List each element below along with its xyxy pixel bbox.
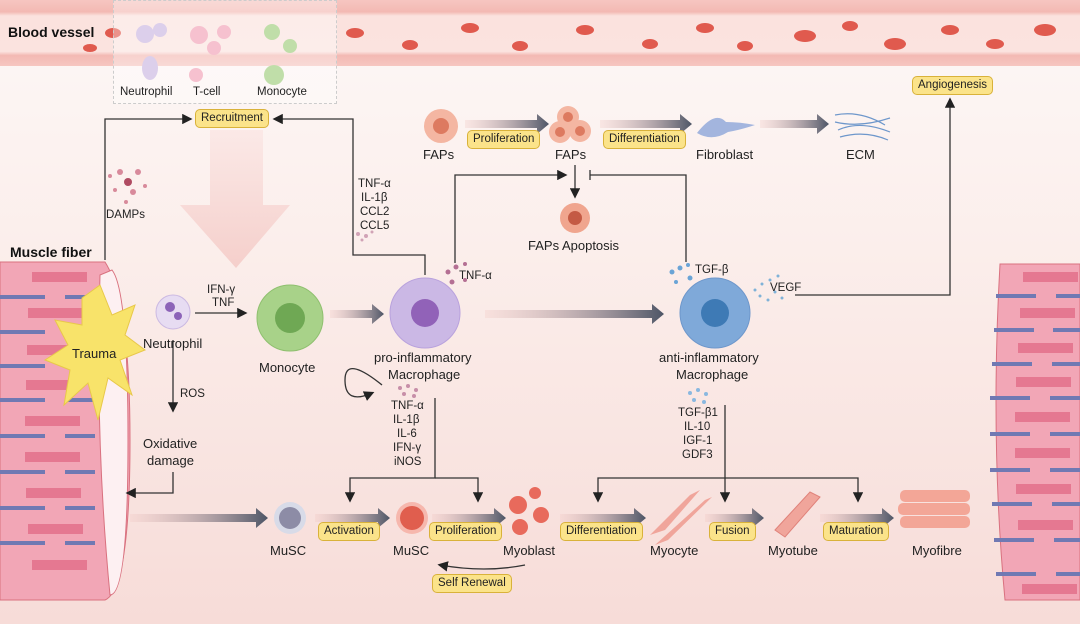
musc-label-2: MuSC <box>393 543 430 558</box>
vessel-tcell-label: T-cell <box>193 86 221 98</box>
recruit-cytokine-1: TNF-α <box>358 178 391 190</box>
blood-vessel-label: Blood vessel <box>8 24 95 40</box>
oxidative-label: Oxidative <box>143 436 198 451</box>
faps-apoptosis-label: FAPs Apoptosis <box>528 238 620 253</box>
myoblast-cells <box>509 487 549 535</box>
faps-cell-2 <box>549 106 591 143</box>
maturation-tag: Maturation <box>823 522 890 541</box>
activation-tag: Activation <box>318 522 380 541</box>
tnf-label: TNF <box>212 297 235 309</box>
tgf-beta-label: TGF-β <box>695 264 729 276</box>
pro-cytokine-4: IFN-γ <box>393 442 422 454</box>
anti-cytokine-1: TGF-β1 <box>678 407 718 419</box>
muscle-fiber-label: Muscle fiber <box>10 244 92 260</box>
damage-label: damage <box>147 453 194 468</box>
myoblast-label: Myoblast <box>503 543 556 558</box>
circulating-cells-box <box>113 0 337 104</box>
ecm-label: ECM <box>846 147 875 162</box>
myocyte-label: Myocyte <box>650 543 699 558</box>
pro-cytokine-dots <box>398 384 418 398</box>
angiogenesis-tag: Angiogenesis <box>912 76 994 95</box>
ecm-fibers <box>834 113 891 141</box>
myofibre-bundle <box>898 490 970 528</box>
monocyte-label: Monocyte <box>259 360 316 375</box>
process-arrows <box>130 114 894 528</box>
vegf-label: VEGF <box>770 282 802 294</box>
vessel-monocyte-label: Monocyte <box>257 86 307 98</box>
pro-cytokine-2: IL-1β <box>393 414 420 426</box>
myotube-label: Myotube <box>768 543 818 558</box>
recruit-cytokine-2: IL-1β <box>361 192 388 204</box>
connector-lines <box>104 97 956 572</box>
anti-macrophage-label-1: anti-inflammatory <box>659 350 759 365</box>
fibroblast-cell <box>697 117 755 138</box>
recruit-cytokine-3: CCL2 <box>360 206 390 218</box>
faps-label-1: FAPs <box>423 147 455 162</box>
faps-label-2: FAPs <box>555 147 587 162</box>
muscle-fiber-right <box>990 263 1080 601</box>
fibroblast-label: Fibroblast <box>696 147 754 162</box>
musc-label-1: MuSC <box>270 543 307 558</box>
vessel-cells <box>136 23 297 85</box>
tgf-dots <box>669 263 693 284</box>
anti-cytokine-3: IGF-1 <box>683 435 713 447</box>
damps-particles <box>108 169 147 204</box>
ros-label: ROS <box>180 388 205 400</box>
vessel-neutrophil-label: Neutrophil <box>120 86 173 98</box>
trauma-burst <box>43 284 147 421</box>
blood-vessel <box>0 0 1080 66</box>
pro-cytokine-1: TNF-α <box>391 400 424 412</box>
musc-proliferation-tag: Proliferation <box>429 522 503 541</box>
neutrophil-label: Neutrophil <box>143 336 203 351</box>
anti-cytokine-4: GDF3 <box>682 449 713 461</box>
anti-cytokine-2: IL-10 <box>684 421 711 433</box>
red-blood-cells <box>83 21 1056 52</box>
faps-proliferation-tag: Proliferation <box>467 130 541 149</box>
recruitment-down-arrow <box>180 130 290 268</box>
trauma-label: Trauma <box>72 346 117 361</box>
myocyte-cells <box>650 490 712 545</box>
self-renewal-tag: Self Renewal <box>432 574 512 593</box>
ccl-dots <box>356 230 374 242</box>
tnf-dots <box>445 262 467 285</box>
faps-differentiation-tag: Differentiation <box>603 130 686 149</box>
recruit-cytokine-4: CCL5 <box>360 220 390 232</box>
recruitment-tag: Recruitment <box>195 109 269 128</box>
fusion-tag: Fusion <box>709 522 756 541</box>
pro-cytokine-5: iNOS <box>394 456 422 468</box>
myo-differentiation-tag: Differentiation <box>560 522 643 541</box>
anti-cytokine-dots <box>688 388 708 404</box>
anti-macrophage-label-2: Macrophage <box>676 367 749 382</box>
myofibre-label: Myofibre <box>912 543 962 558</box>
myotube-cell <box>774 491 821 538</box>
ifn-gamma-label: IFN-γ <box>207 284 236 296</box>
vegf-dots <box>753 274 784 302</box>
pro-macrophage-label-1: pro-inflammatory <box>374 350 472 365</box>
neutrophil-cell <box>155 294 191 330</box>
pro-cytokine-3: IL-6 <box>397 428 417 440</box>
tnf-alpha-label: TNF-α <box>459 270 492 282</box>
damps-label: DAMPs <box>106 209 145 221</box>
pro-macrophage-label-2: Macrophage <box>388 367 461 382</box>
